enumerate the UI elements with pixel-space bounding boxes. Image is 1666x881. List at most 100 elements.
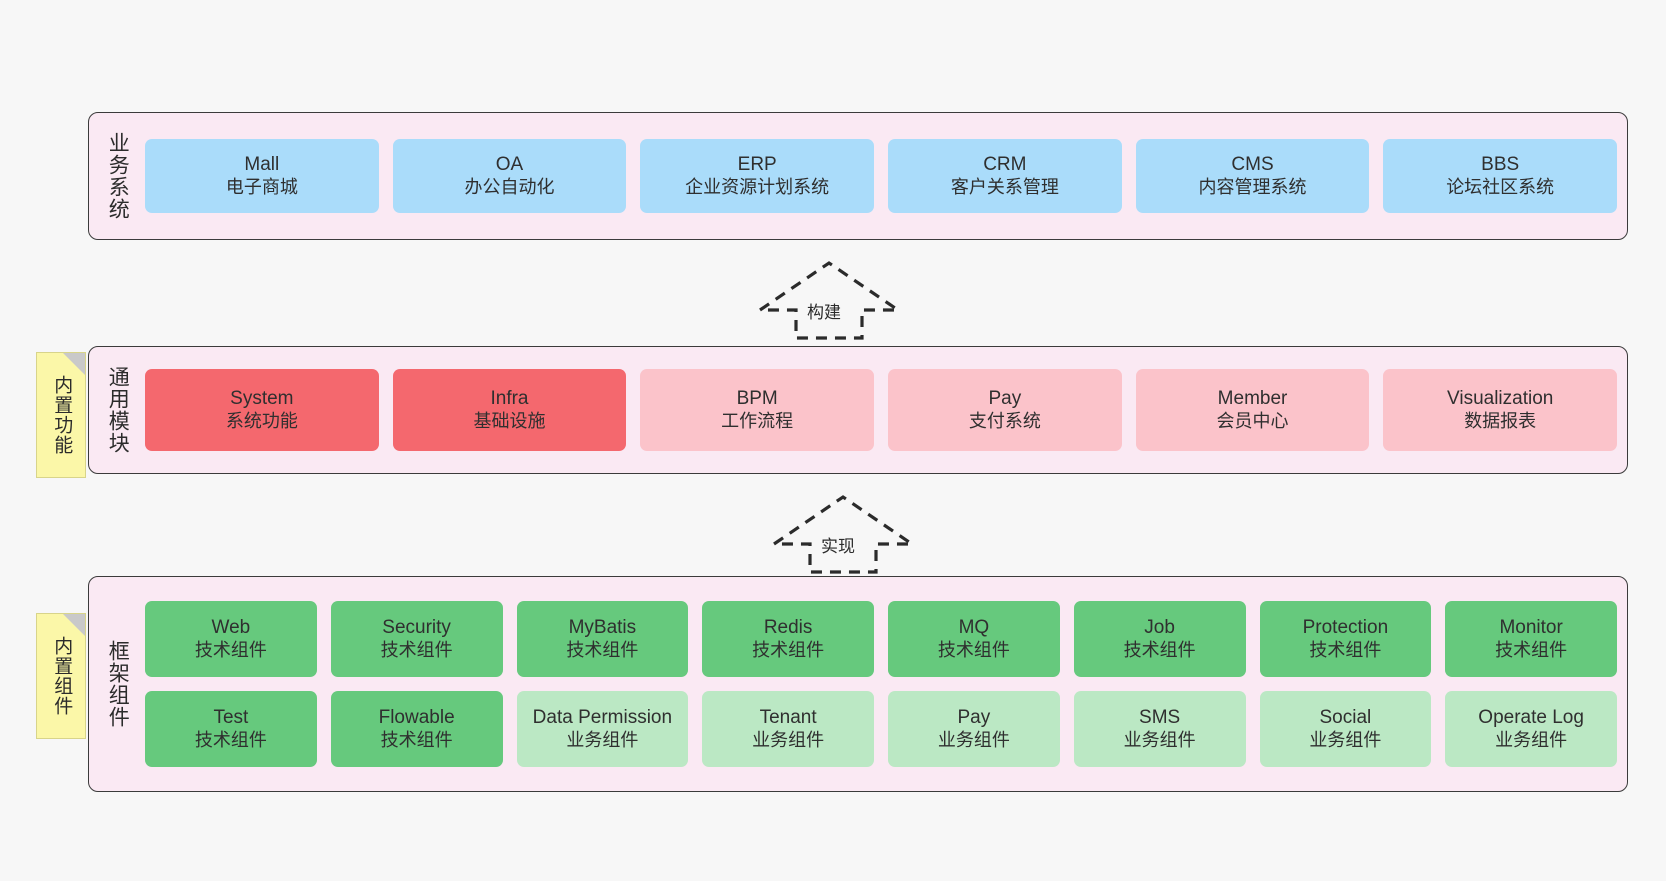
note-builtin-functions: 内置功能 bbox=[36, 352, 86, 478]
card-visualization-en: Visualization bbox=[1447, 388, 1554, 410]
card-pay-component-cn: 业务组件 bbox=[937, 729, 1010, 750]
layer-title-framework-component: 框架组件 bbox=[106, 640, 130, 728]
layer-body-business-system: Mall 电子商城 OA 办公自动化 ERP 企业资源计划系统 CRM 客户关系… bbox=[145, 113, 1627, 239]
card-crm[interactable]: CRM 客户关系管理 bbox=[888, 139, 1122, 213]
card-social[interactable]: Social 业务组件 bbox=[1259, 691, 1432, 767]
card-social-en: Social bbox=[1319, 707, 1372, 729]
layer-title-common-module: 通用模块 bbox=[106, 366, 130, 454]
card-flowable-cn: 技术组件 bbox=[380, 729, 453, 750]
card-erp-cn: 企业资源计划系统 bbox=[685, 176, 830, 197]
card-tenant-cn: 业务组件 bbox=[752, 729, 825, 750]
note-fold-corner-icon bbox=[63, 353, 85, 375]
card-security[interactable]: Security 技术组件 bbox=[330, 601, 503, 677]
card-operate-log-cn: 业务组件 bbox=[1495, 729, 1568, 750]
framework-card-row-2: Test 技术组件 Flowable 技术组件 Data Permission … bbox=[145, 691, 1617, 767]
layer-body-framework-component: Web 技术组件 Security 技术组件 MyBatis 技术组件 Redi… bbox=[145, 577, 1627, 791]
card-data-permission-en: Data Permission bbox=[532, 707, 673, 729]
arrow-implement: 实现 bbox=[770, 492, 916, 576]
card-redis-en: Redis bbox=[763, 617, 813, 639]
card-pay-component[interactable]: Pay 业务组件 bbox=[888, 691, 1060, 767]
card-bbs-cn: 论坛社区系统 bbox=[1446, 176, 1555, 197]
card-redis-cn: 技术组件 bbox=[752, 639, 825, 660]
card-operate-log[interactable]: Operate Log 业务组件 bbox=[1445, 691, 1617, 767]
note-fold-corner-icon-2 bbox=[63, 614, 85, 636]
card-oa[interactable]: OA 办公自动化 bbox=[392, 139, 627, 213]
card-erp-en: ERP bbox=[737, 154, 777, 176]
card-cms-en: CMS bbox=[1231, 154, 1274, 176]
card-monitor[interactable]: Monitor 技术组件 bbox=[1445, 601, 1617, 677]
arrow-build-label: 构建 bbox=[806, 298, 842, 323]
card-bpm-cn: 工作流程 bbox=[721, 410, 794, 431]
framework-card-grid: Web 技术组件 Security 技术组件 MyBatis 技术组件 Redi… bbox=[145, 585, 1617, 783]
card-mq-cn: 技术组件 bbox=[937, 639, 1010, 660]
card-security-en: Security bbox=[382, 617, 451, 639]
card-system[interactable]: System 系统功能 bbox=[145, 369, 379, 451]
layer-business-system: 业务系统 Mall 电子商城 OA 办公自动化 ERP 企业资源计划系统 CRM bbox=[88, 112, 1628, 240]
layer-framework-component: 框架组件 Web 技术组件 Security 技术组件 MyBatis 技术组件 bbox=[88, 576, 1628, 792]
card-job[interactable]: Job 技术组件 bbox=[1073, 601, 1246, 677]
card-member[interactable]: Member 会员中心 bbox=[1135, 369, 1370, 451]
card-mall[interactable]: Mall 电子商城 bbox=[145, 139, 379, 213]
card-bbs[interactable]: BBS 论坛社区系统 bbox=[1383, 139, 1618, 213]
card-flowable[interactable]: Flowable 技术组件 bbox=[330, 691, 503, 767]
card-cms[interactable]: CMS 内容管理系统 bbox=[1135, 139, 1370, 213]
card-protection[interactable]: Protection 技术组件 bbox=[1259, 601, 1432, 677]
layer-title-business-system: 业务系统 bbox=[106, 132, 130, 220]
card-mall-cn: 电子商城 bbox=[225, 176, 298, 197]
card-sms-cn: 业务组件 bbox=[1123, 729, 1196, 750]
arrow-implement-shape bbox=[770, 495, 916, 574]
card-tenant-en: Tenant bbox=[759, 707, 817, 729]
arrow-implement-label: 实现 bbox=[820, 532, 856, 557]
card-visualization-cn: 数据报表 bbox=[1464, 410, 1537, 431]
card-test[interactable]: Test 技术组件 bbox=[145, 691, 317, 767]
card-operate-log-en: Operate Log bbox=[1478, 707, 1584, 729]
card-member-cn: 会员中心 bbox=[1216, 410, 1289, 431]
card-cms-cn: 内容管理系统 bbox=[1198, 176, 1307, 197]
card-test-cn: 技术组件 bbox=[194, 729, 267, 750]
card-monitor-en: Monitor bbox=[1499, 617, 1563, 639]
card-protection-en: Protection bbox=[1302, 617, 1389, 639]
card-bpm[interactable]: BPM 工作流程 bbox=[640, 369, 875, 451]
layer-common-module: 通用模块 System 系统功能 Infra 基础设施 BPM 工作流程 Pay bbox=[88, 346, 1628, 474]
card-mybatis[interactable]: MyBatis 技术组件 bbox=[516, 601, 689, 677]
card-sms[interactable]: SMS 业务组件 bbox=[1073, 691, 1246, 767]
card-social-cn: 业务组件 bbox=[1309, 729, 1382, 750]
card-erp[interactable]: ERP 企业资源计划系统 bbox=[640, 139, 875, 213]
card-crm-cn: 客户关系管理 bbox=[950, 176, 1059, 197]
arrow-build-shape bbox=[756, 261, 902, 340]
framework-card-row-1: Web 技术组件 Security 技术组件 MyBatis 技术组件 Redi… bbox=[145, 601, 1617, 677]
card-infra-cn: 基础设施 bbox=[473, 410, 546, 431]
card-oa-en: OA bbox=[495, 154, 524, 176]
card-web-en: Web bbox=[211, 617, 251, 639]
card-mall-en: Mall bbox=[244, 154, 280, 176]
card-mybatis-cn: 技术组件 bbox=[566, 639, 639, 660]
card-redis[interactable]: Redis 技术组件 bbox=[702, 601, 874, 677]
card-sms-en: SMS bbox=[1139, 707, 1181, 729]
card-bpm-en: BPM bbox=[736, 388, 778, 410]
card-member-en: Member bbox=[1217, 388, 1288, 410]
card-monitor-cn: 技术组件 bbox=[1495, 639, 1568, 660]
card-pay-module-cn: 支付系统 bbox=[968, 410, 1041, 431]
card-tenant[interactable]: Tenant 业务组件 bbox=[702, 691, 874, 767]
card-job-cn: 技术组件 bbox=[1123, 639, 1196, 660]
business-card-row: Mall 电子商城 OA 办公自动化 ERP 企业资源计划系统 CRM 客户关系… bbox=[145, 139, 1618, 213]
card-mybatis-en: MyBatis bbox=[568, 617, 637, 639]
note-builtin-functions-label: 内置功能 bbox=[51, 375, 73, 455]
card-mq[interactable]: MQ 技术组件 bbox=[888, 601, 1060, 677]
card-system-cn: 系统功能 bbox=[225, 410, 298, 431]
card-data-permission[interactable]: Data Permission 业务组件 bbox=[516, 691, 689, 767]
card-infra[interactable]: Infra 基础设施 bbox=[392, 369, 627, 451]
card-data-permission-cn: 业务组件 bbox=[566, 729, 639, 750]
arrow-build: 构建 bbox=[756, 258, 902, 342]
card-web-cn: 技术组件 bbox=[194, 639, 267, 660]
card-infra-en: Infra bbox=[490, 388, 529, 410]
card-oa-cn: 办公自动化 bbox=[464, 176, 555, 197]
card-protection-cn: 技术组件 bbox=[1309, 639, 1382, 660]
card-crm-en: CRM bbox=[983, 154, 1027, 176]
card-pay-module[interactable]: Pay 支付系统 bbox=[888, 369, 1122, 451]
card-web[interactable]: Web 技术组件 bbox=[145, 601, 317, 677]
note-builtin-components-label: 内置组件 bbox=[51, 636, 73, 716]
card-mq-en: MQ bbox=[958, 617, 990, 639]
card-visualization[interactable]: Visualization 数据报表 bbox=[1383, 369, 1618, 451]
